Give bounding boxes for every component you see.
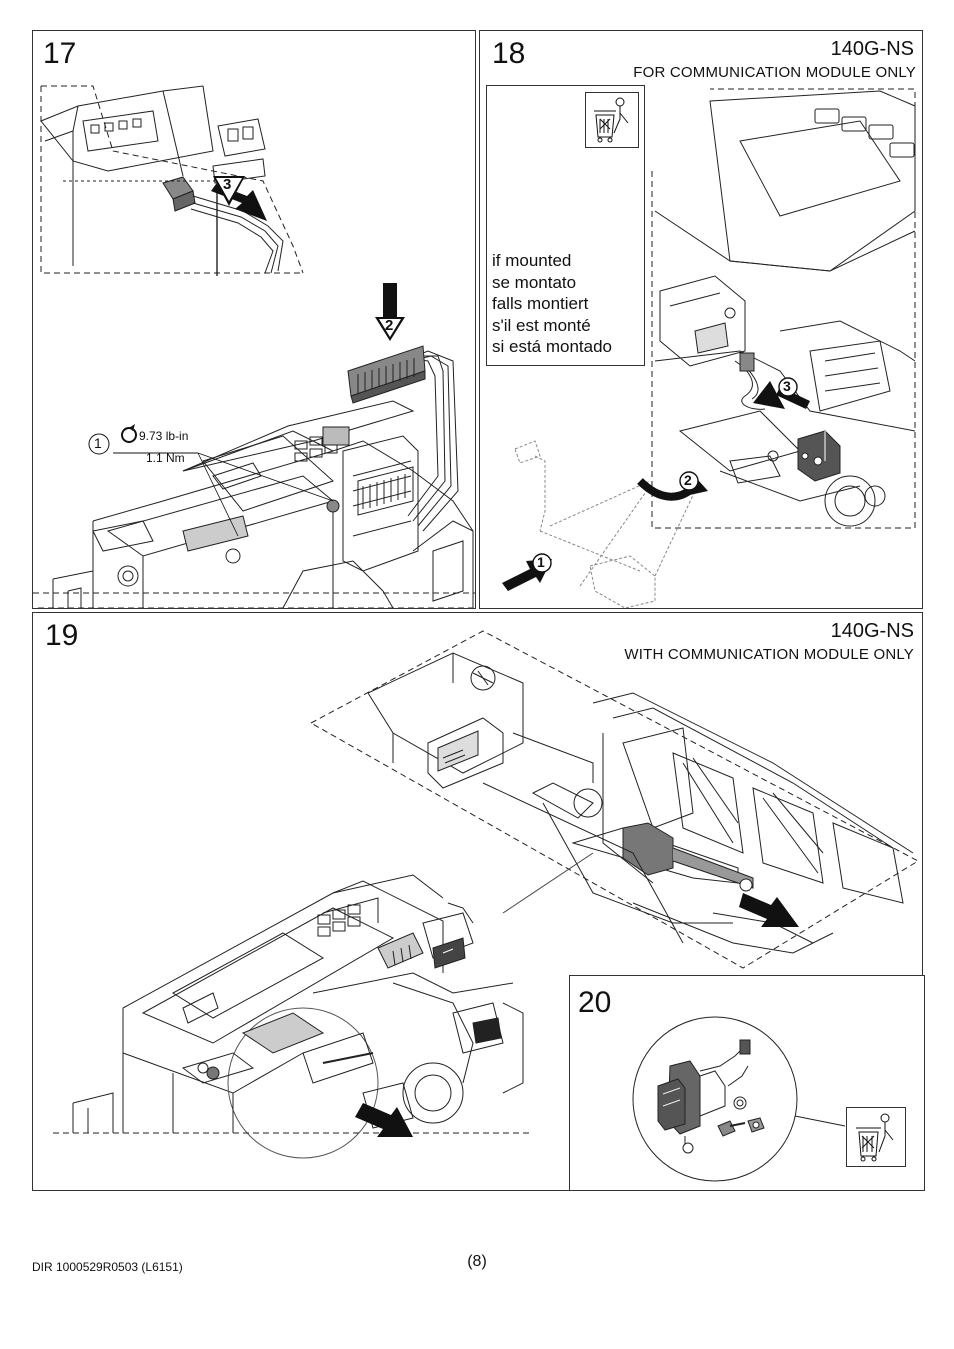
rotation-torque-icon — [121, 424, 137, 443]
arrow-label-2: 2 — [385, 317, 394, 334]
note-de: falls montiert — [492, 294, 589, 313]
callout-number: 1 — [94, 435, 102, 451]
step-number: 18 — [492, 37, 526, 70]
torque-nm: 1.1 Nm — [146, 451, 185, 465]
model-subtitle: FOR COMMUNICATION MODULE ONLY — [633, 64, 916, 81]
arrow-label-3: 3 — [783, 378, 791, 394]
note-fr: s'il est monté — [492, 315, 591, 335]
assembly-illustration-19 — [53, 630, 920, 1159]
panel-step-17: 17 — [32, 30, 476, 609]
arrow-label-1: 1 — [537, 554, 545, 570]
panel-step-20: 20 — [569, 975, 925, 1191]
trash-bin-icon — [846, 1107, 906, 1167]
model-label: 140G-NS — [830, 38, 914, 60]
arrow-label-3: 3 — [223, 176, 232, 193]
model-subtitle: WITH COMMUNICATION MODULE ONLY — [624, 646, 914, 663]
arrow-label-2: 2 — [684, 472, 692, 488]
step-number: 20 — [578, 986, 612, 1019]
model-label: 140G-NS — [830, 620, 914, 642]
note-it: se montato — [492, 272, 577, 292]
step-number: 19 — [45, 619, 79, 652]
disposal-inset: if mounted se montato falls montiert s'i… — [486, 85, 645, 366]
note-en: if mounted — [492, 251, 572, 270]
if-mounted-notes: if mounted se montato falls montiert s'i… — [492, 250, 612, 358]
torque-lbin: 9.73 lb-in — [139, 429, 189, 443]
step-number: 17 — [43, 37, 77, 70]
panel-step-18: 18 140G-NS FOR COMMUNICATION MODULE ONLY — [479, 30, 923, 609]
page-number: (8) — [467, 1253, 487, 1270]
document-id: DIR 1000529R0503 (L6151) — [32, 1260, 183, 1274]
assembly-illustration-17 — [33, 85, 475, 608]
note-es: si está montado — [492, 337, 613, 356]
arrow-3 — [211, 176, 267, 221]
removed-part-illustration — [632, 1016, 846, 1182]
trash-bin-icon — [585, 92, 639, 148]
